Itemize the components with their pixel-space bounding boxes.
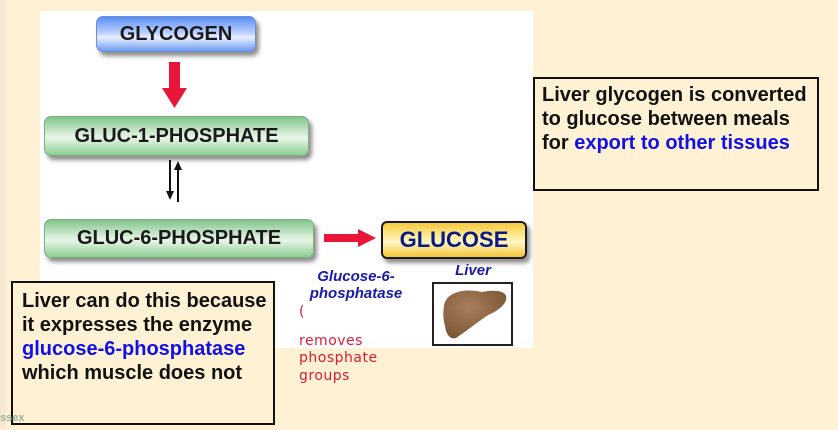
handwritten-line-3: groups <box>299 368 350 384</box>
note-left-text-2: which muscle does not <box>22 362 243 384</box>
handwritten-line-1: removes <box>299 333 363 349</box>
reversible-arrows-icon <box>166 160 182 202</box>
liver-label: Liver <box>455 262 491 279</box>
liver-icon <box>443 290 507 339</box>
handwritten-bracket: ( <box>299 304 305 320</box>
glucose-1-phosphate-node: GLUC-1-PHOSPHATE <box>44 116 309 156</box>
note-right-text: Liver glycogen is converted to glucose b… <box>542 84 807 154</box>
glucose-6-phosphate-node: GLUC-6-PHOSPHATE <box>44 219 314 258</box>
note-right-highlight: export to other tissues <box>574 132 790 154</box>
enzyme-label-line2: phosphatase <box>309 285 403 302</box>
note-liver-enzyme: Liver can do this because it expresses t… <box>11 281 275 425</box>
watermark: ssex <box>0 412 25 424</box>
right-arrow-icon <box>324 229 376 247</box>
glycogen-node: GLYCOGEN <box>96 16 256 52</box>
note-liver-glycogen: Liver glycogen is converted to glucose b… <box>533 77 819 191</box>
note-left-text-1: Liver can do this because it expresses t… <box>22 290 267 336</box>
left-strip <box>0 0 6 430</box>
glucose-node: GLUCOSE <box>381 221 527 259</box>
enzyme-label: Glucose-6- phosphatase <box>296 268 416 302</box>
down-arrow-icon <box>162 62 187 108</box>
note-left-highlight: glucose-6-phosphatase <box>22 338 246 360</box>
liver-image-frame <box>432 282 513 346</box>
enzyme-label-line1: Glucose-6- <box>317 268 395 285</box>
handwritten-line-2: phosphate <box>299 350 378 366</box>
